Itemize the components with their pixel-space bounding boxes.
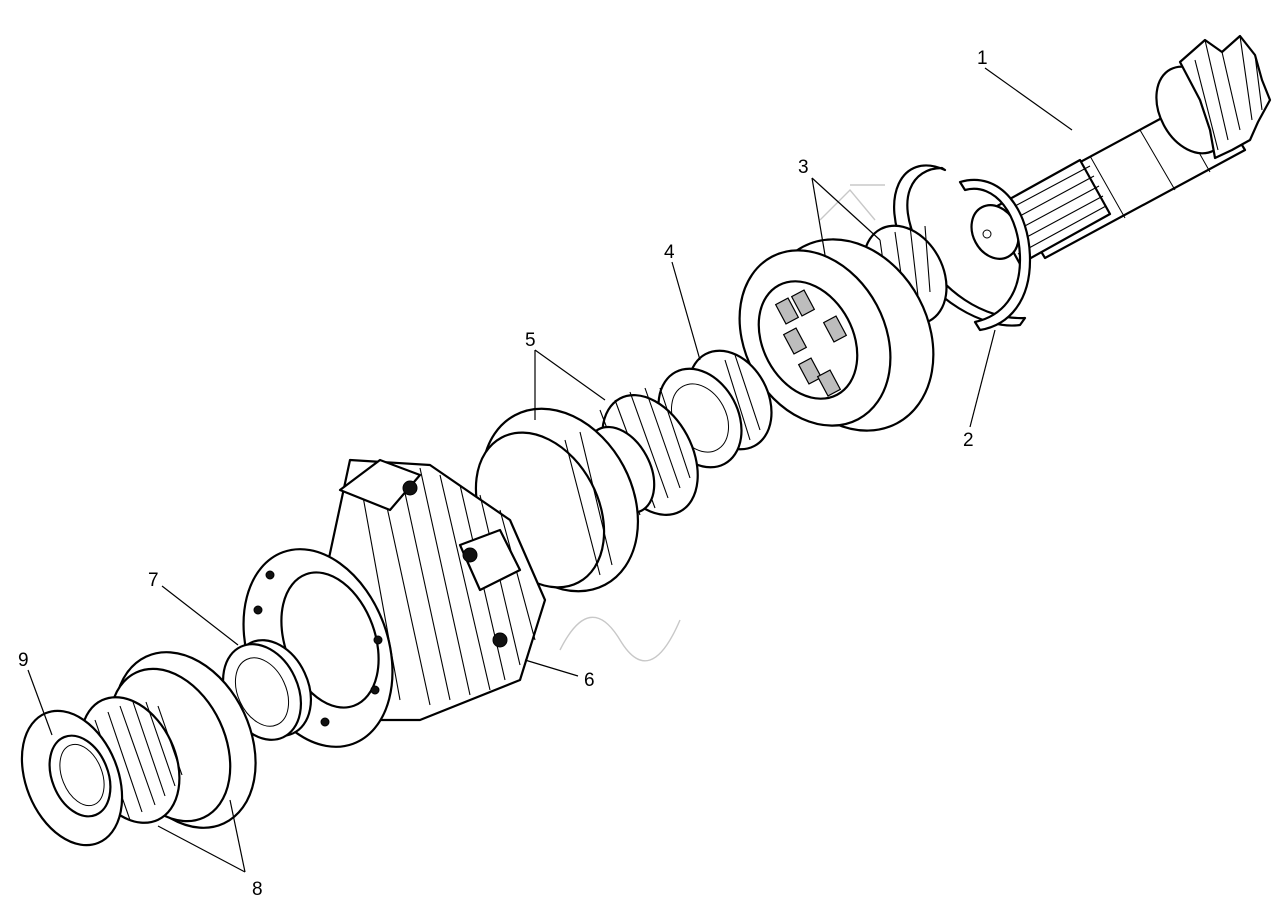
- callout-7: 7: [148, 570, 159, 591]
- callout-9: 9: [18, 650, 29, 671]
- leader-9: [27, 669, 53, 736]
- callout-2: 2: [963, 430, 974, 451]
- callout-3: 3: [798, 157, 809, 178]
- leader-8a: [229, 799, 246, 873]
- shim-ring: [893, 164, 1032, 332]
- leader-4: [671, 261, 701, 361]
- callout-1: 1: [977, 48, 988, 69]
- tapered-roller-bearing-rear: [79, 651, 257, 829]
- callout-labels: 1 2 3 4 5 6 7 8 9: [18, 48, 988, 900]
- end-washer: [20, 709, 124, 847]
- leader-3b: [811, 177, 881, 241]
- leader-8b: [157, 825, 246, 873]
- leader-6: [524, 659, 579, 677]
- callout-8: 8: [252, 879, 263, 900]
- callout-6: 6: [584, 670, 595, 691]
- leader-2: [969, 329, 996, 428]
- leader-lines: [27, 67, 1073, 873]
- pinion-shaft: [970, 34, 1272, 266]
- leader-5b: [534, 349, 606, 401]
- callout-4: 4: [664, 242, 675, 263]
- cylindrical-roller-bearing: [738, 224, 948, 432]
- bearing-rollers: [774, 289, 848, 397]
- leader-7: [161, 585, 239, 646]
- callout-5: 5: [525, 330, 536, 351]
- leader-1: [984, 67, 1073, 131]
- leader-3a: [811, 177, 826, 256]
